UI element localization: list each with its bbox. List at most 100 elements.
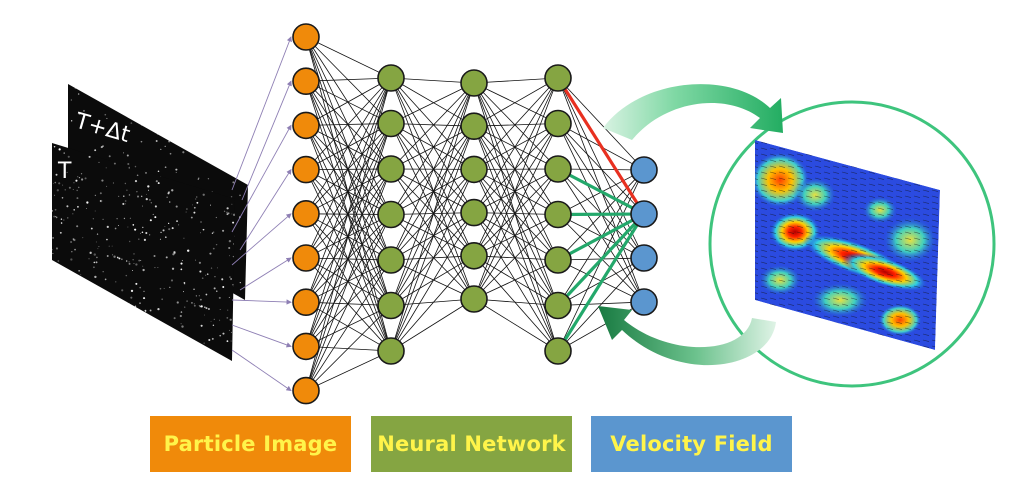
output-node <box>630 200 658 228</box>
input-node <box>292 200 320 228</box>
network-edge <box>390 82 475 306</box>
network-edge <box>305 213 392 215</box>
network-edge <box>390 125 475 170</box>
network-edge <box>305 36 392 124</box>
network-edge <box>305 257 392 352</box>
network-edge <box>305 125 392 306</box>
network-edge <box>390 82 475 215</box>
network-edge <box>390 212 475 352</box>
network-edge <box>473 298 559 306</box>
network-edge <box>390 212 475 215</box>
input-node <box>292 23 320 51</box>
hidden-node <box>377 109 405 138</box>
network-edge <box>305 125 392 215</box>
frame-to-input-arrows <box>231 36 292 392</box>
hidden-node <box>544 155 572 183</box>
network-edge <box>390 123 475 213</box>
network-edge <box>305 123 392 391</box>
network-edge <box>473 77 559 213</box>
hidden-node <box>544 291 572 320</box>
hidden-node <box>544 109 572 138</box>
velocity-contour-plot <box>755 140 940 350</box>
network-edge <box>473 259 559 300</box>
network-edge <box>473 212 559 261</box>
network-edge <box>305 81 392 261</box>
network-edge <box>473 82 559 261</box>
network-edge <box>390 82 475 170</box>
network-edge <box>390 126 475 352</box>
hidden-node <box>544 200 572 229</box>
frame-to-input-arrow <box>231 349 292 392</box>
input-node <box>292 288 320 317</box>
network-edge <box>557 77 645 171</box>
network-edge <box>473 77 559 127</box>
network-edge <box>390 168 475 257</box>
highlighted-edge-red <box>556 77 646 215</box>
network-edge <box>473 255 559 352</box>
network-edge <box>390 123 475 257</box>
network-edge <box>473 214 559 300</box>
hidden-node <box>460 242 488 270</box>
network-edge <box>473 123 559 127</box>
input-node <box>292 111 320 140</box>
network-edge <box>473 298 559 352</box>
hidden-node <box>377 337 405 365</box>
network-edge <box>305 80 392 215</box>
frame-to-input-arrow <box>239 257 292 291</box>
network-edge <box>390 214 475 300</box>
network-edge <box>305 213 392 261</box>
network-edge <box>390 169 475 261</box>
hidden-node <box>377 155 405 183</box>
network-edge <box>305 169 392 306</box>
network-edge <box>473 82 559 352</box>
forward-arrow <box>603 84 783 140</box>
neural-network-label: Neural Network <box>371 416 572 472</box>
hidden-node <box>377 64 405 92</box>
network-edge <box>305 305 392 391</box>
network-edge <box>390 77 475 127</box>
network-edge <box>390 168 475 300</box>
frame-front-label: T <box>57 159 72 184</box>
hidden-node <box>460 198 488 227</box>
network-edge <box>473 123 559 300</box>
network-edge <box>305 36 392 215</box>
network-edge <box>473 125 559 170</box>
network-edge <box>305 36 392 170</box>
network-edge <box>305 350 392 391</box>
network-edge <box>305 213 392 306</box>
network-edge <box>305 214 392 391</box>
input-node <box>292 332 320 361</box>
network-edge <box>390 82 475 352</box>
network-edges <box>305 36 645 391</box>
network-edge <box>390 123 475 300</box>
velocity-field-label: Velocity Field <box>591 416 792 472</box>
network-edge <box>473 123 559 257</box>
network-edge <box>305 169 392 261</box>
network-edge <box>390 298 475 352</box>
network-edge <box>390 123 475 170</box>
network-edge <box>390 255 475 306</box>
network-edge <box>390 214 475 257</box>
hidden-node <box>460 285 488 313</box>
frame-to-input-arrow <box>231 36 292 191</box>
network-edge <box>473 169 559 306</box>
network-edge <box>305 213 392 352</box>
network-edge <box>473 82 559 215</box>
frame-to-input-arrow <box>239 168 292 251</box>
hidden-node <box>544 337 572 365</box>
network-edge <box>473 82 559 306</box>
network-edge <box>390 298 475 306</box>
network-edge <box>305 77 392 303</box>
frame-front <box>52 143 235 361</box>
network-edge <box>390 259 475 300</box>
network-edge <box>473 77 559 170</box>
network-edge <box>305 169 392 352</box>
network-edge <box>390 77 475 256</box>
network-edge <box>390 77 475 170</box>
network-edge <box>305 169 392 215</box>
network-edge <box>305 77 392 126</box>
network-edge <box>390 125 475 215</box>
network-edge <box>390 212 475 261</box>
network-edge <box>473 82 559 124</box>
